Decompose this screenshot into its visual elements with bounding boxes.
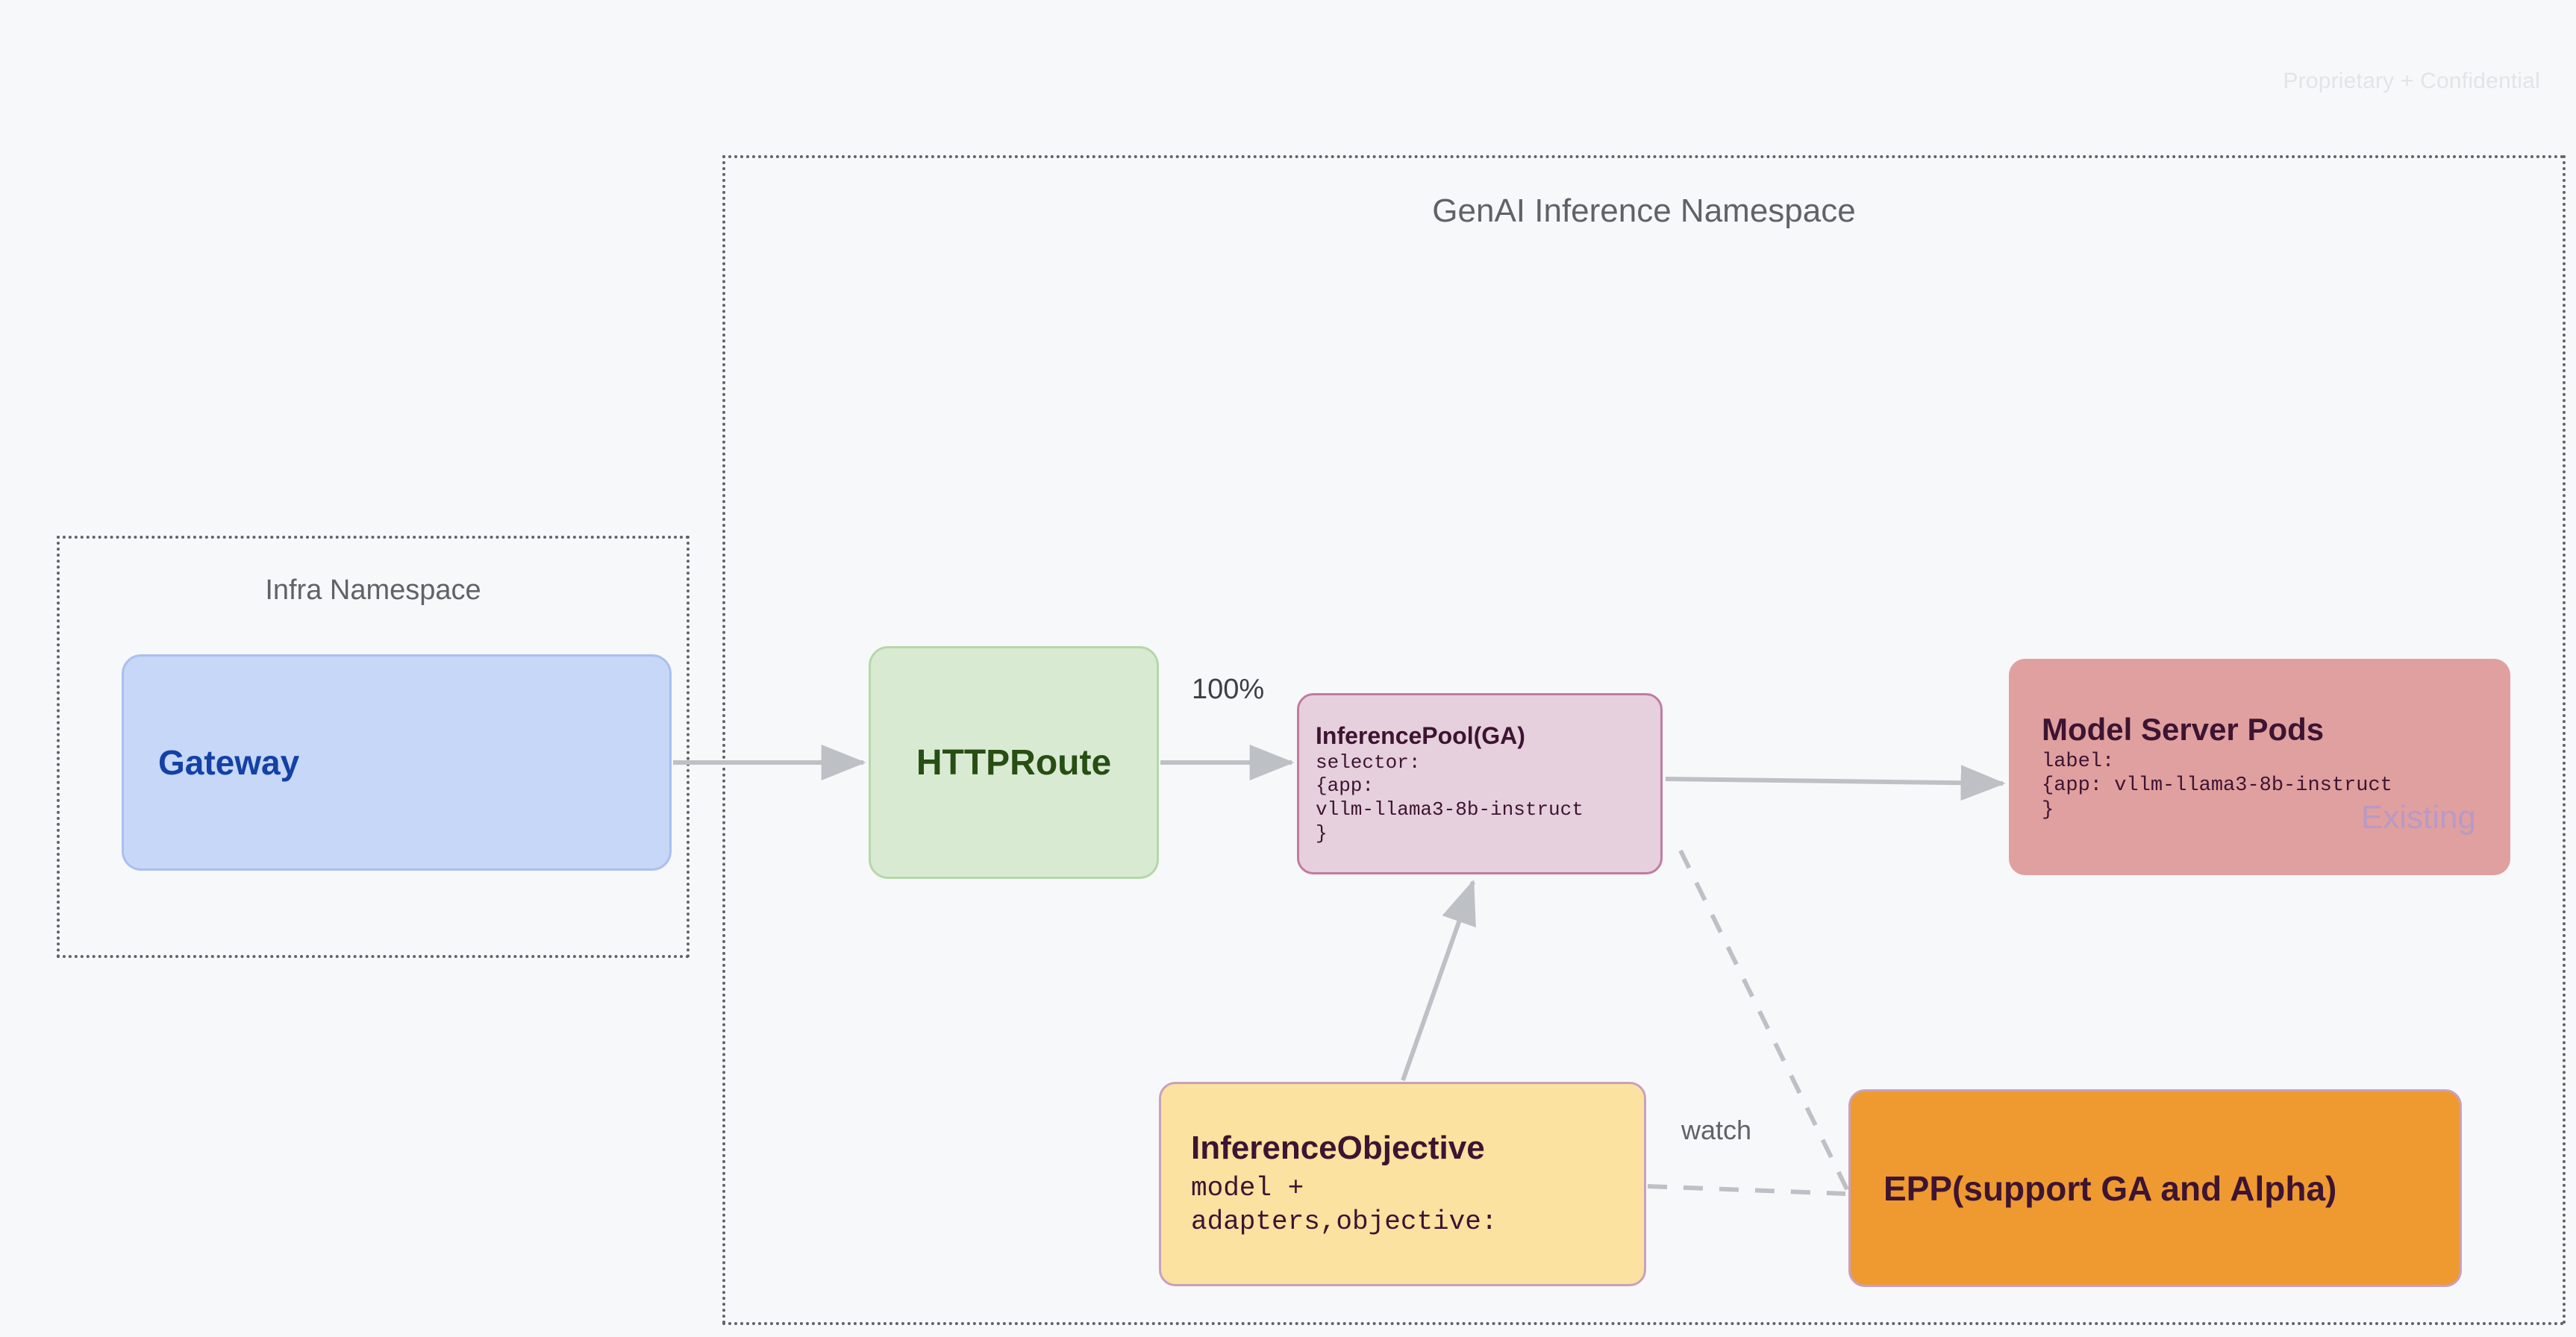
genai-inference-namespace-title: GenAI Inference Namespace <box>1432 192 1856 229</box>
httproute-title: HTTPRoute <box>916 742 1112 783</box>
edge-label-watch: watch <box>1681 1115 1752 1145</box>
edge-label-traffic-weight: 100% <box>1192 674 1265 705</box>
gateway-title: Gateway <box>158 743 300 782</box>
confidential-watermark: Proprietary + Confidential <box>2283 69 2540 93</box>
inferencepool-selector: selector: {app: vllm-llama3-8b-instruct … <box>1316 751 1584 845</box>
node-httproute[interactable]: HTTPRoute <box>869 646 1159 879</box>
node-gateway[interactable]: Gateway <box>122 654 672 871</box>
model-server-pods-label: label: {app: vllm-llama3-8b-instruct } <box>2042 750 2392 821</box>
epp-title: EPP(support GA and Alpha) <box>1883 1168 2337 1208</box>
model-server-pods-title: Model Server Pods <box>2042 711 2325 747</box>
inferencepool-title: InferencePool(GA) <box>1316 721 1525 749</box>
node-epp[interactable]: EPP(support GA and Alpha) <box>1848 1089 2462 1287</box>
inference-objective-title: InferenceObjective <box>1191 1130 1485 1166</box>
infra-namespace-boundary: Infra Namespace <box>57 536 690 958</box>
infra-namespace-title: Infra Namespace <box>265 574 481 606</box>
node-inference-objective[interactable]: InferenceObjective model + adapters,obje… <box>1159 1082 1646 1286</box>
node-model-server-pods[interactable]: Model Server Pods label: {app: vllm-llam… <box>2009 659 2510 875</box>
existing-stamp: Existing <box>2360 799 2476 836</box>
genai-inference-namespace-boundary: GenAI Inference Namespace <box>722 155 2566 1325</box>
inference-objective-body: model + adapters,objective: <box>1191 1173 1498 1237</box>
node-inferencepool[interactable]: InferencePool(GA) selector: {app: vllm-l… <box>1297 693 1663 874</box>
